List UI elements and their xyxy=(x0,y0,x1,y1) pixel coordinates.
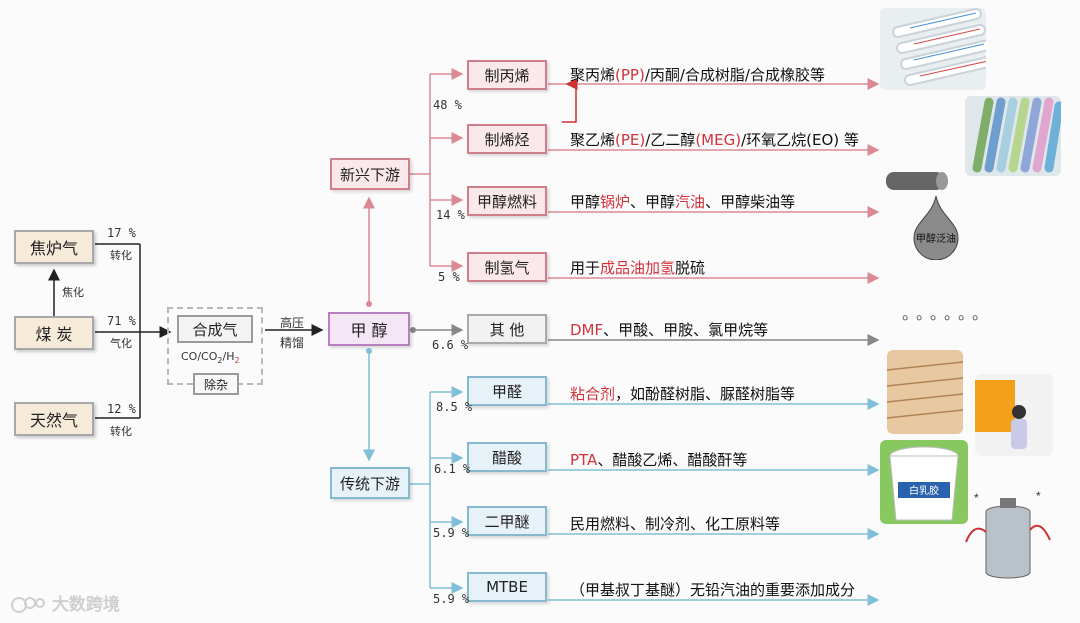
painting-wall-image xyxy=(975,374,1053,456)
other-products: DMF、甲酸、甲胺、氯甲烷等 xyxy=(570,321,769,339)
hydrogen-pct: 5 % xyxy=(438,270,460,284)
acetic-acid-products: PTA、醋酸乙烯、醋酸酐等 xyxy=(570,451,748,469)
formaldehyde-pct: 8.5 % xyxy=(436,400,473,414)
formaldehyde-box: 甲醛 xyxy=(467,376,547,406)
traditional-downstream-box: 传统下游 xyxy=(330,467,410,499)
natural-gas-pct: 12 % xyxy=(107,402,136,416)
ellipsis: 。。。。。。 xyxy=(902,304,995,323)
watermark-logo-icon xyxy=(10,594,46,616)
emerging-downstream-box: 新兴下游 xyxy=(330,158,410,190)
purify-box: 除杂 xyxy=(193,373,239,395)
plywood-image xyxy=(887,350,963,434)
coking-label: 焦化 xyxy=(62,286,84,299)
syngas-box: 合成气 xyxy=(177,315,253,343)
coke-oven-gas-box: 焦炉气 xyxy=(14,230,94,264)
mtbe-box: MTBE xyxy=(467,572,547,602)
oil-drop-label: 甲醇泛油 xyxy=(916,232,956,245)
propylene-pct: 48 % xyxy=(433,98,462,112)
dme-products: 民用燃料、制冷剂、化工原料等 xyxy=(570,515,781,533)
acetic-acid-pct: 6.1 % xyxy=(434,462,471,476)
methanol-fuel-box: 甲醇燃料 xyxy=(467,186,547,216)
mtbe-pct: 5.9 % xyxy=(433,592,470,606)
natural-gas-box: 天然气 xyxy=(14,402,94,436)
methanol-fuel-products: 甲醇锅炉、甲醇汽油、甲醇柴油等 xyxy=(570,193,796,211)
propylene-box: 制丙烯 xyxy=(467,60,547,90)
glue-bucket-image: 白乳胶 xyxy=(880,440,968,524)
hydrogen-box: 制氢气 xyxy=(467,252,547,282)
olefin-box: 制烯烃 xyxy=(467,124,547,154)
mtbe-products: （甲基叔丁基醚）无铅汽油的重要添加成分 xyxy=(570,581,856,599)
gas-cylinder-image: * * xyxy=(962,482,1054,586)
other-box: 其 他 xyxy=(467,314,547,344)
bucket-label: 白乳胶 xyxy=(909,484,939,497)
pe-pipes-image xyxy=(965,96,1061,176)
svg-text:*: * xyxy=(1036,489,1041,503)
pp-pipes-image xyxy=(880,8,986,90)
fuel-pct: 14 % xyxy=(436,208,465,222)
dme-pct: 5.9 % xyxy=(433,526,470,540)
formaldehyde-products: 粘合剂，如酚醛树脂、脲醛树脂等 xyxy=(570,385,796,403)
other-pct: 6.6 % xyxy=(432,338,469,352)
coke-gas-process: 转化 xyxy=(110,249,132,262)
natural-gas-process: 转化 xyxy=(110,425,132,438)
process-label-high-pressure: 高压 xyxy=(280,316,305,330)
process-label-distill: 精馏 xyxy=(280,336,305,350)
watermark: 大数跨境 xyxy=(10,590,120,616)
methanol-box: 甲 醇 xyxy=(328,312,410,346)
coal-pct: 71 % xyxy=(107,314,136,328)
coke-gas-pct: 17 % xyxy=(107,226,136,240)
acetic-acid-box: 醋酸 xyxy=(467,442,547,472)
propylene-products: 聚丙烯(PP)/丙酮/合成树脂/合成橡胶等 xyxy=(570,66,825,84)
oil-drop-image: 甲醇泛油 xyxy=(884,160,974,260)
syngas-formula: CO/CO2/H2 xyxy=(181,350,240,366)
hydrogen-products: 用于成品油加氢脱硫 xyxy=(570,259,706,277)
coal-process: 气化 xyxy=(110,337,132,350)
coal-box: 煤 炭 xyxy=(14,316,94,350)
svg-text:*: * xyxy=(974,491,979,505)
olefin-products: 聚乙烯(PE)/乙二醇(MEG)/环氧乙烷(EO) 等 xyxy=(570,131,859,149)
dme-box: 二甲醚 xyxy=(467,506,547,536)
